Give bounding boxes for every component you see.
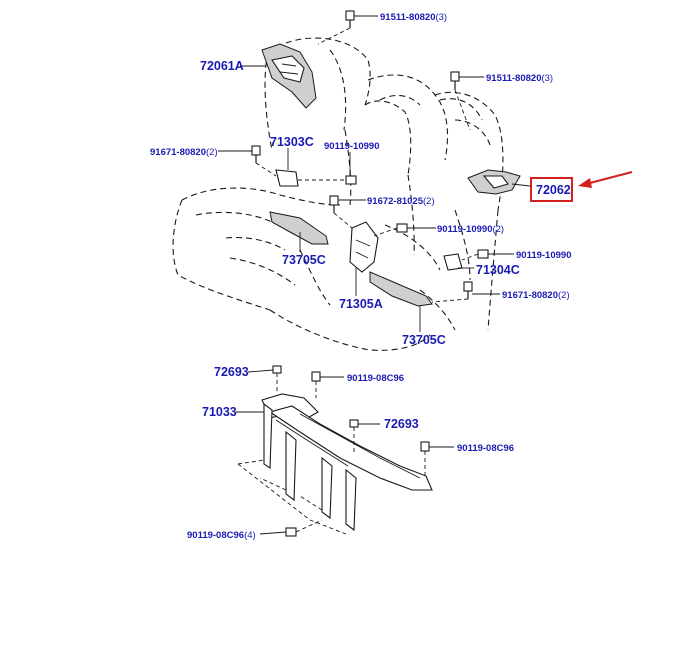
leader-lines-upper: [218, 15, 531, 332]
callout-73705c-right[interactable]: 73705C: [402, 333, 446, 347]
callout-91671-80820-left[interactable]: 91671-80820(2): [150, 147, 218, 158]
bolt-icon: [420, 441, 430, 476]
bolt-icon: [477, 249, 489, 259]
callout-71033[interactable]: 71033: [202, 405, 237, 419]
bolt-icon: [329, 195, 339, 213]
callout-72693-right[interactable]: 72693: [384, 417, 419, 431]
bracket-72061a: [261, 43, 317, 109]
callout-90119-08c96-b[interactable]: 90119-08C96: [457, 443, 514, 454]
bolt-icon: [396, 223, 408, 233]
callout-90119-10990-b[interactable]: 90119-10990(2): [437, 224, 504, 235]
bolt-icon: [251, 145, 261, 163]
leader-lines-lower: [236, 369, 454, 535]
callout-72062[interactable]: 72062: [536, 183, 571, 197]
callout-90119-10990-c[interactable]: 90119-10990: [516, 250, 571, 261]
bolt-icon: [349, 419, 359, 452]
clip-71303c: [275, 169, 299, 187]
bolt-icon: [450, 71, 460, 90]
callout-72693-left[interactable]: 72693: [214, 365, 249, 379]
bolt-icon: [345, 175, 357, 185]
seat-cushion-outline: [172, 187, 471, 351]
bracket-72062: [467, 169, 521, 195]
bolt-icon: [311, 371, 321, 398]
highlight-box-72062: [530, 177, 573, 202]
callout-91671-80820-right[interactable]: 91671-80820(2): [502, 290, 570, 301]
callout-labels[interactable]: 91511-80820(3) 72061A 91511-80820(3) 713…: [150, 12, 571, 541]
bracket-71305a: [349, 221, 379, 273]
seat-frame-71033: [261, 393, 433, 532]
callout-91672-81025[interactable]: 91672-81025(2): [367, 196, 435, 207]
callout-72061a[interactable]: 72061A: [200, 59, 244, 73]
callout-71303c[interactable]: 71303C: [270, 135, 314, 149]
callout-91511-80820-top[interactable]: 91511-80820(3): [380, 12, 447, 23]
bolt-icon: [272, 365, 282, 392]
callout-90119-08c96-c[interactable]: 90119-08C96(4): [187, 530, 256, 541]
cover-73705c-left: [269, 211, 329, 245]
callout-71304c[interactable]: 71304C: [476, 263, 520, 277]
cover-73705c-right: [369, 271, 433, 307]
bolt-icon: [345, 10, 355, 28]
callout-73705c-left[interactable]: 73705C: [282, 253, 326, 267]
callout-71305a[interactable]: 71305A: [339, 297, 383, 311]
bolt-icon: [285, 519, 323, 537]
callout-90119-08c96-a[interactable]: 90119-08C96: [347, 373, 404, 384]
arrow-icon: [578, 171, 633, 188]
bolt-icon: [463, 281, 473, 299]
callout-90119-10990-a[interactable]: 90119-10990: [324, 141, 379, 152]
frame-guides-dashed: [237, 459, 347, 535]
callout-91511-80820-right[interactable]: 91511-80820(3): [486, 73, 553, 84]
